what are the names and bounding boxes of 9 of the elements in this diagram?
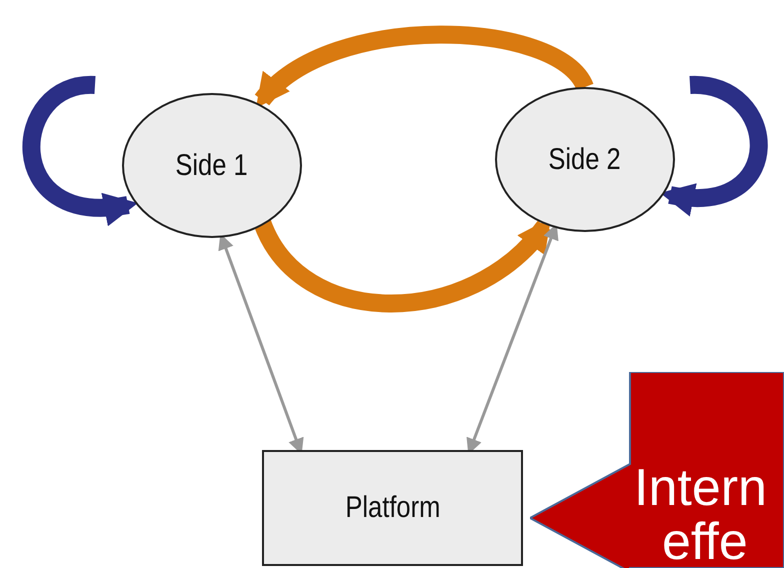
callout-text: effe: [662, 514, 748, 568]
node-label: Side 2: [548, 142, 622, 176]
curved-arrow: [254, 26, 592, 108]
node-label: Side 1: [176, 148, 248, 182]
callout-arrow: [530, 372, 784, 568]
platform-box: [262, 450, 523, 566]
curved-arrow: [254, 218, 552, 312]
node-label: Platform: [345, 491, 440, 525]
callout-text: Intern: [634, 460, 767, 516]
